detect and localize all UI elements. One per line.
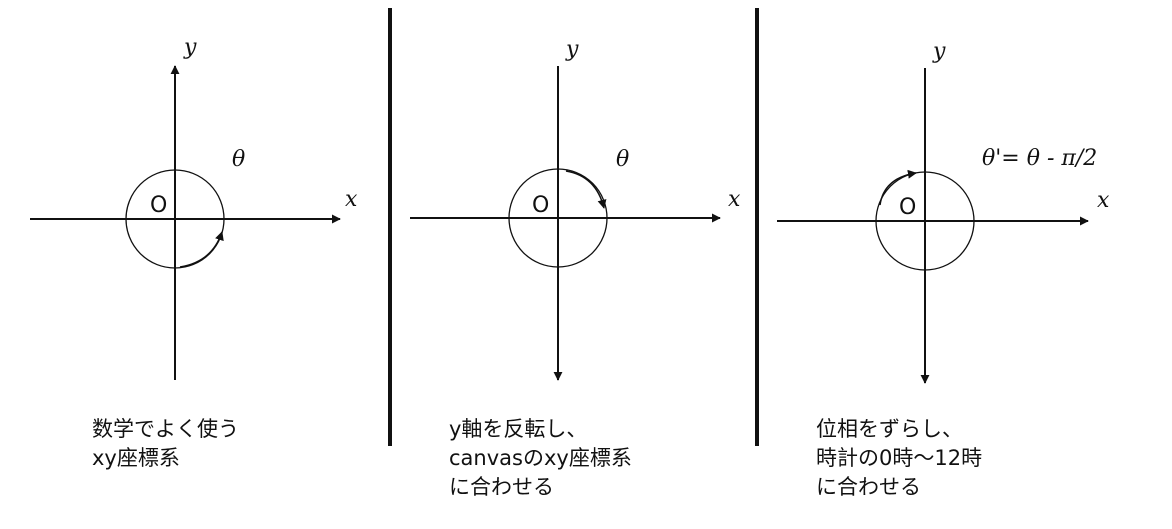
angle-label: θ (616, 147, 629, 172)
unit-circle (508, 168, 608, 268)
x-axis-label: x (1097, 188, 1110, 213)
angle-label: θ (232, 147, 245, 172)
y-axis-label: y (565, 37, 579, 62)
caption-math-coordinates: 数学でよく使う xy座標系 (92, 415, 239, 473)
caption-line: に合わせる (449, 475, 554, 499)
caption-line: canvasのxy座標系 (449, 446, 632, 470)
panel-clock-coordinates: x y O θ'= θ - π/2 (777, 39, 1110, 384)
x-axis-label: x (728, 187, 741, 212)
y-axis-label: y (183, 35, 197, 60)
panel-canvas-coordinates: x y O θ (410, 37, 741, 381)
panel-math-coordinates: x y O θ (30, 35, 358, 380)
rotation-arrow (879, 169, 917, 206)
caption-line: y軸を反転し、 (449, 417, 588, 441)
unit-circle (875, 171, 975, 271)
shifted-angle-formula: θ'= θ - π/2 (982, 146, 1097, 171)
origin-label: O (150, 193, 167, 218)
caption-line: に合わせる (816, 475, 921, 499)
rotation-arrow (179, 231, 224, 268)
caption-line: xy座標系 (92, 446, 180, 470)
rotation-arrow (565, 170, 607, 209)
caption-clock-coordinates: 位相をずらし、 時計の0時〜12時 に合わせる (816, 415, 982, 502)
x-axis-label: x (345, 187, 358, 212)
caption-line: 数学でよく使う (92, 417, 239, 441)
unit-circle (125, 169, 225, 269)
y-axis-label: y (932, 39, 946, 64)
caption-line: 位相をずらし、 (816, 417, 963, 441)
origin-label: O (899, 195, 916, 220)
caption-canvas-coordinates: y軸を反転し、 canvasのxy座標系 に合わせる (449, 415, 632, 502)
origin-label: O (532, 193, 549, 218)
caption-line: 時計の0時〜12時 (816, 446, 983, 470)
